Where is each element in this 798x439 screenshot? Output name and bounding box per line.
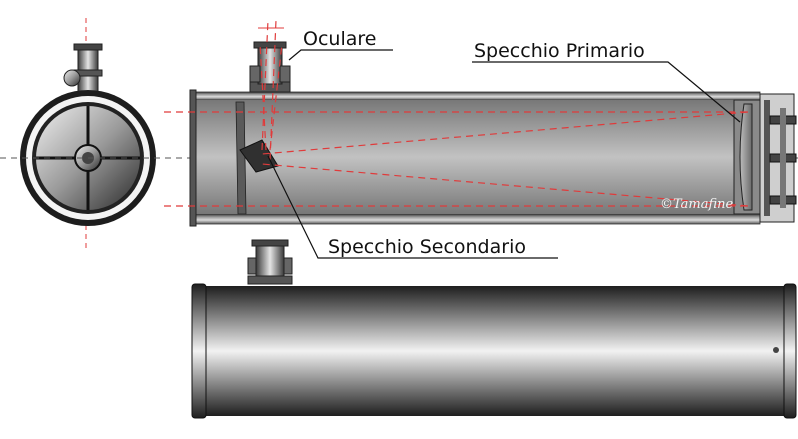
- exterior-screw: [773, 347, 779, 353]
- exterior-rear-ring: [783, 283, 797, 419]
- label-primary-mirror: Specchio Primario: [474, 40, 645, 62]
- leader-eyepiece: [288, 49, 393, 61]
- front-focuser-knob: [63, 69, 81, 87]
- exterior-front-ring: [191, 283, 207, 419]
- exterior-focuser: [255, 243, 285, 279]
- tube-wall-top: [191, 91, 761, 101]
- cutaway-view: [164, 19, 797, 227]
- exterior-tube: [196, 286, 794, 416]
- label-secondary-mirror: Specchio Secondario: [328, 236, 526, 258]
- tube-wall-bottom: [191, 213, 761, 225]
- leader-secondary: [267, 155, 558, 259]
- front-view: [20, 18, 156, 252]
- spider-vane-side: [235, 101, 247, 215]
- primary-mirror: [739, 103, 753, 211]
- author-signature: ©Tamafine: [660, 197, 734, 212]
- exterior-view: [191, 239, 797, 419]
- leader-primary: [472, 61, 741, 123]
- label-eyepiece: Oculare: [303, 28, 377, 50]
- leader-lines: [267, 49, 741, 259]
- light-path: [164, 19, 749, 207]
